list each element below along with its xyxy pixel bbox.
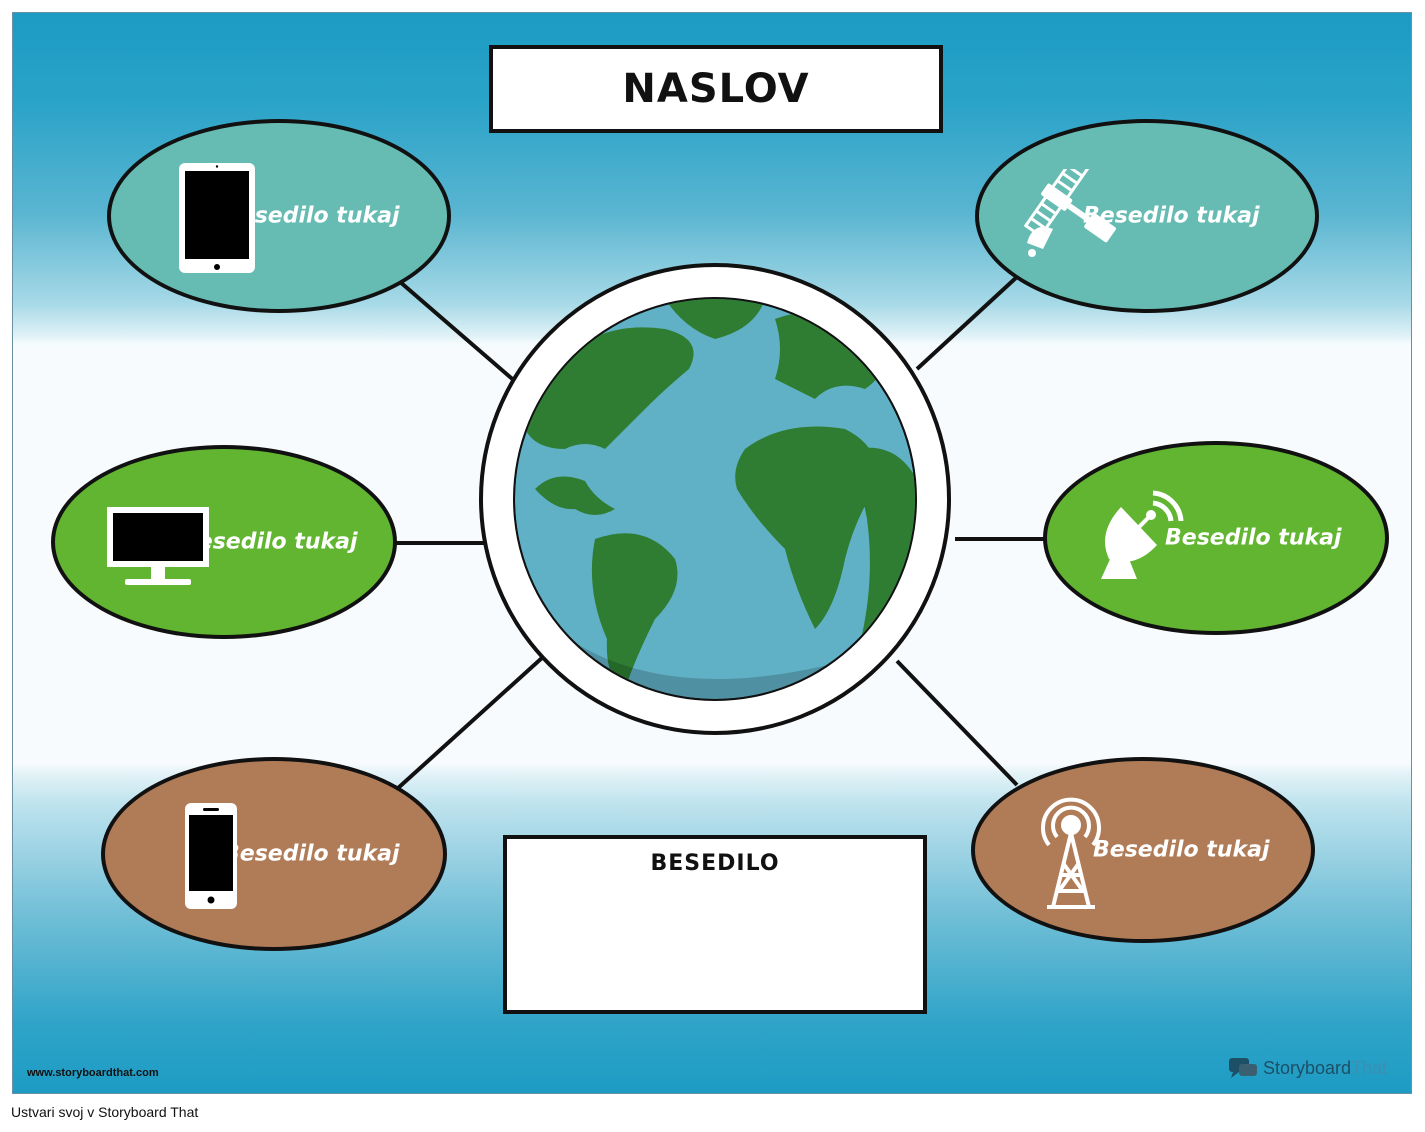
bubble-label: Besedilo tukaj xyxy=(1165,525,1342,551)
brand-name-part2: That xyxy=(1351,1057,1388,1078)
brand-name: StoryboardThat xyxy=(1263,1058,1387,1079)
connector-bottom-left xyxy=(395,655,545,791)
bubble-label: Besedilo tukaj xyxy=(223,841,400,867)
monitor-icon xyxy=(107,507,209,585)
footer-caption[interactable]: Ustvari svoj v Storyboard That xyxy=(11,1104,199,1120)
connector-top-right xyxy=(915,273,1021,371)
globe-icon xyxy=(479,263,951,735)
smartphone-icon xyxy=(185,803,237,909)
brand-speech-bubbles-icon xyxy=(1229,1058,1257,1078)
bubble-middle-left[interactable]: Besedilo tukaj xyxy=(51,445,397,639)
bubble-middle-right[interactable]: Besedilo tukaj xyxy=(1043,441,1389,635)
satellite-dish-icon xyxy=(1101,490,1184,579)
bubble-bottom-right[interactable]: Besedilo tukaj xyxy=(971,757,1315,943)
bubble-top-left[interactable]: Besedilo tukaj xyxy=(107,119,451,313)
worksheet-canvas: NASLOV Besedilo tukaj Besedilo tukaj xyxy=(12,12,1412,1094)
tablet-icon xyxy=(179,163,255,273)
brand-logo: StoryboardThat xyxy=(1227,1055,1387,1081)
title-text: NASLOV xyxy=(622,66,810,112)
text-box-label: BESEDILO xyxy=(650,851,780,876)
connector-lines xyxy=(395,273,1047,791)
connector-top-left xyxy=(397,279,519,385)
bubble-bottom-left[interactable]: Besedilo tukaj xyxy=(101,757,447,951)
satellite-icon xyxy=(1023,169,1116,257)
bubble-label: Besedilo tukaj xyxy=(1093,837,1270,863)
bubble-label: Besedilo tukaj xyxy=(1083,203,1260,229)
text-box[interactable]: BESEDILO xyxy=(503,835,927,1014)
bubble-label: Besedilo tukaj xyxy=(181,529,358,555)
radio-tower-icon xyxy=(1041,797,1101,909)
watermark-url: www.storyboardthat.com xyxy=(27,1067,159,1079)
connector-bottom-right xyxy=(895,659,1019,787)
brand-name-part1: Storyboard xyxy=(1263,1057,1352,1078)
title-box[interactable]: NASLOV xyxy=(489,45,943,133)
bubble-top-right[interactable]: Besedilo tukaj xyxy=(975,119,1319,313)
